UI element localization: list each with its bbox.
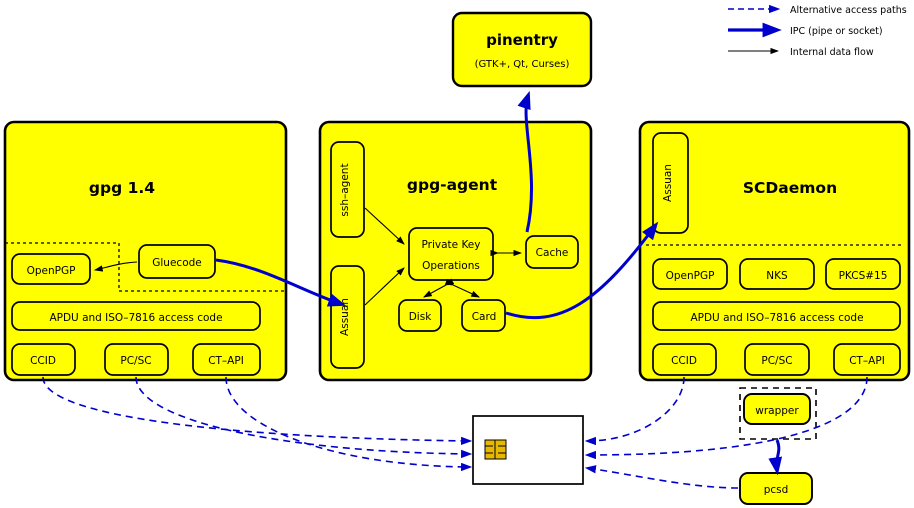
scdaemon-app-nks-label: NKS: [766, 270, 788, 282]
cache-box[interactable]: [525, 235, 579, 269]
pinentry-subtitle: (GTK+, Qt, Curses): [475, 59, 570, 70]
disk-label: Disk: [409, 311, 432, 323]
gpg-gluecode-box[interactable]: [138, 244, 216, 279]
arrow-pko-disk: [423, 278, 455, 298]
private-key-operations-line2: Operations: [422, 260, 480, 272]
private-key-operations-box[interactable]: [408, 227, 494, 281]
alt-path-scd-ctapi-to-card: [584, 376, 868, 460]
gpg-driver-pcsc-label: PC/SC: [120, 355, 151, 367]
ssh-agent-label: ssh–agent: [339, 163, 351, 216]
scdaemon-app-openpgp-label: OpenPGP: [666, 270, 715, 282]
gpg-block[interactable]: gpg 1.4 OpenPGP Gluecode APDU and ISO–78…: [3, 120, 288, 382]
alt-path-gpg-ccid-to-card: [42, 376, 473, 446]
ipc-agent-to-scdaemon: [505, 221, 659, 320]
gpg-driver-ctapi-box[interactable]: [192, 343, 261, 376]
arrow-pko-card: [444, 278, 480, 298]
legend: Alternative access paths IPC (pipe or so…: [728, 4, 907, 58]
legend-label-2: Internal data flow: [790, 47, 874, 58]
scdaemon-driver-ccid-box[interactable]: [652, 343, 717, 376]
gpg-driver-ctapi-label: CT–API: [208, 355, 244, 367]
scdaemon-app-nks-box[interactable]: [739, 258, 815, 290]
scdaemon-app-openpgp-box[interactable]: [652, 258, 728, 290]
gpg-title: gpg 1.4: [89, 179, 155, 197]
alt-path-pcsd-to-card: [584, 465, 739, 489]
pinentry-title: pinentry: [486, 31, 558, 49]
scdaemon-app-pkcs15-label: PKCS#15: [839, 270, 888, 282]
wrapper-block[interactable]: wrapper: [739, 387, 817, 440]
ssh-agent-box[interactable]: [330, 141, 365, 238]
gpg-apdu-box[interactable]: [11, 301, 261, 331]
ipc-gpg-to-agent: [215, 258, 347, 307]
wrapper-box[interactable]: [743, 393, 811, 425]
gpg-agent-assuan-label: Assuan: [339, 298, 351, 336]
gpg-gluecode-label: Gluecode: [152, 257, 202, 269]
scdaemon-driver-ctapi-label: CT–API: [849, 355, 885, 367]
smartcard-chip-icon: [484, 439, 507, 460]
legend-label-0: Alternative access paths: [790, 5, 907, 16]
scdaemon-assuan-label: Assuan: [662, 164, 674, 202]
pcsd-label: pcsd: [764, 484, 789, 496]
gpg-openpgp-box[interactable]: [11, 253, 91, 285]
card-box[interactable]: [461, 299, 506, 332]
gpg-agent-block[interactable]: gpg-agent ssh–agent Assuan Private Key O…: [318, 120, 593, 382]
wrapper-dashed-frame: [739, 387, 817, 440]
gpg-dotted-region: [5, 242, 286, 292]
gpg-driver-ccid-box[interactable]: [11, 343, 76, 376]
scdaemon-assuan-box[interactable]: [652, 132, 689, 234]
ipc-wrapper-to-pcsd: [768, 439, 783, 476]
scdaemon-app-pkcs15-box[interactable]: [825, 258, 901, 290]
arrow-ssh-agent-to-pko: [364, 207, 405, 245]
private-key-operations-line1: Private Key: [422, 239, 481, 251]
disk-box[interactable]: [398, 299, 442, 332]
pinentry-block[interactable]: pinentry (GTK+, Qt, Curses): [451, 11, 593, 88]
arrow-gluecode-to-openpgp: [93, 261, 138, 272]
gpg-driver-ccid-label: CCID: [30, 355, 56, 367]
pinentry-box: [451, 11, 593, 88]
ipc-agent-to-pinentry: [517, 90, 534, 233]
scdaemon-block[interactable]: SCDaemon Assuan OpenPGP NKS PKCS#15 APDU…: [638, 120, 911, 382]
scdaemon-driver-ccid-label: CCID: [671, 355, 697, 367]
gpg-apdu-label: APDU and ISO–7816 access code: [49, 312, 222, 324]
alt-path-gpg-pcsc-to-card: [135, 376, 473, 459]
scdaemon-driver-pcsc-label: PC/SC: [761, 355, 792, 367]
scdaemon-title: SCDaemon: [743, 179, 837, 197]
gpg-agent-title: gpg-agent: [407, 176, 498, 194]
card-label: Card: [472, 311, 497, 323]
wrapper-label: wrapper: [755, 405, 799, 417]
smartcard-block[interactable]: [472, 415, 584, 485]
gpg-driver-pcsc-box[interactable]: [104, 343, 169, 376]
legend-item-internal-data-flow: Internal data flow: [728, 47, 874, 58]
scdaemon-apdu-box[interactable]: [652, 301, 901, 331]
alt-path-gpg-ctapi-to-card: [225, 376, 473, 472]
scdaemon-driver-pcsc-box[interactable]: [744, 343, 810, 376]
scdaemon-apdu-label: APDU and ISO–7816 access code: [690, 312, 863, 324]
legend-label-1: IPC (pipe or socket): [790, 26, 883, 37]
pcsd-block[interactable]: pcsd: [739, 472, 813, 505]
scdaemon-driver-ctapi-box[interactable]: [833, 343, 901, 376]
gpg-openpgp-label: OpenPGP: [27, 265, 76, 277]
alt-path-scd-ccid-to-card: [584, 376, 685, 446]
legend-item-ipc: IPC (pipe or socket): [728, 22, 883, 38]
cache-label: Cache: [536, 247, 569, 259]
legend-item-alternative-access-paths: Alternative access paths: [728, 4, 907, 16]
gpg-agent-assuan-box[interactable]: [330, 265, 365, 369]
arrow-assuan-to-pko: [364, 267, 405, 306]
